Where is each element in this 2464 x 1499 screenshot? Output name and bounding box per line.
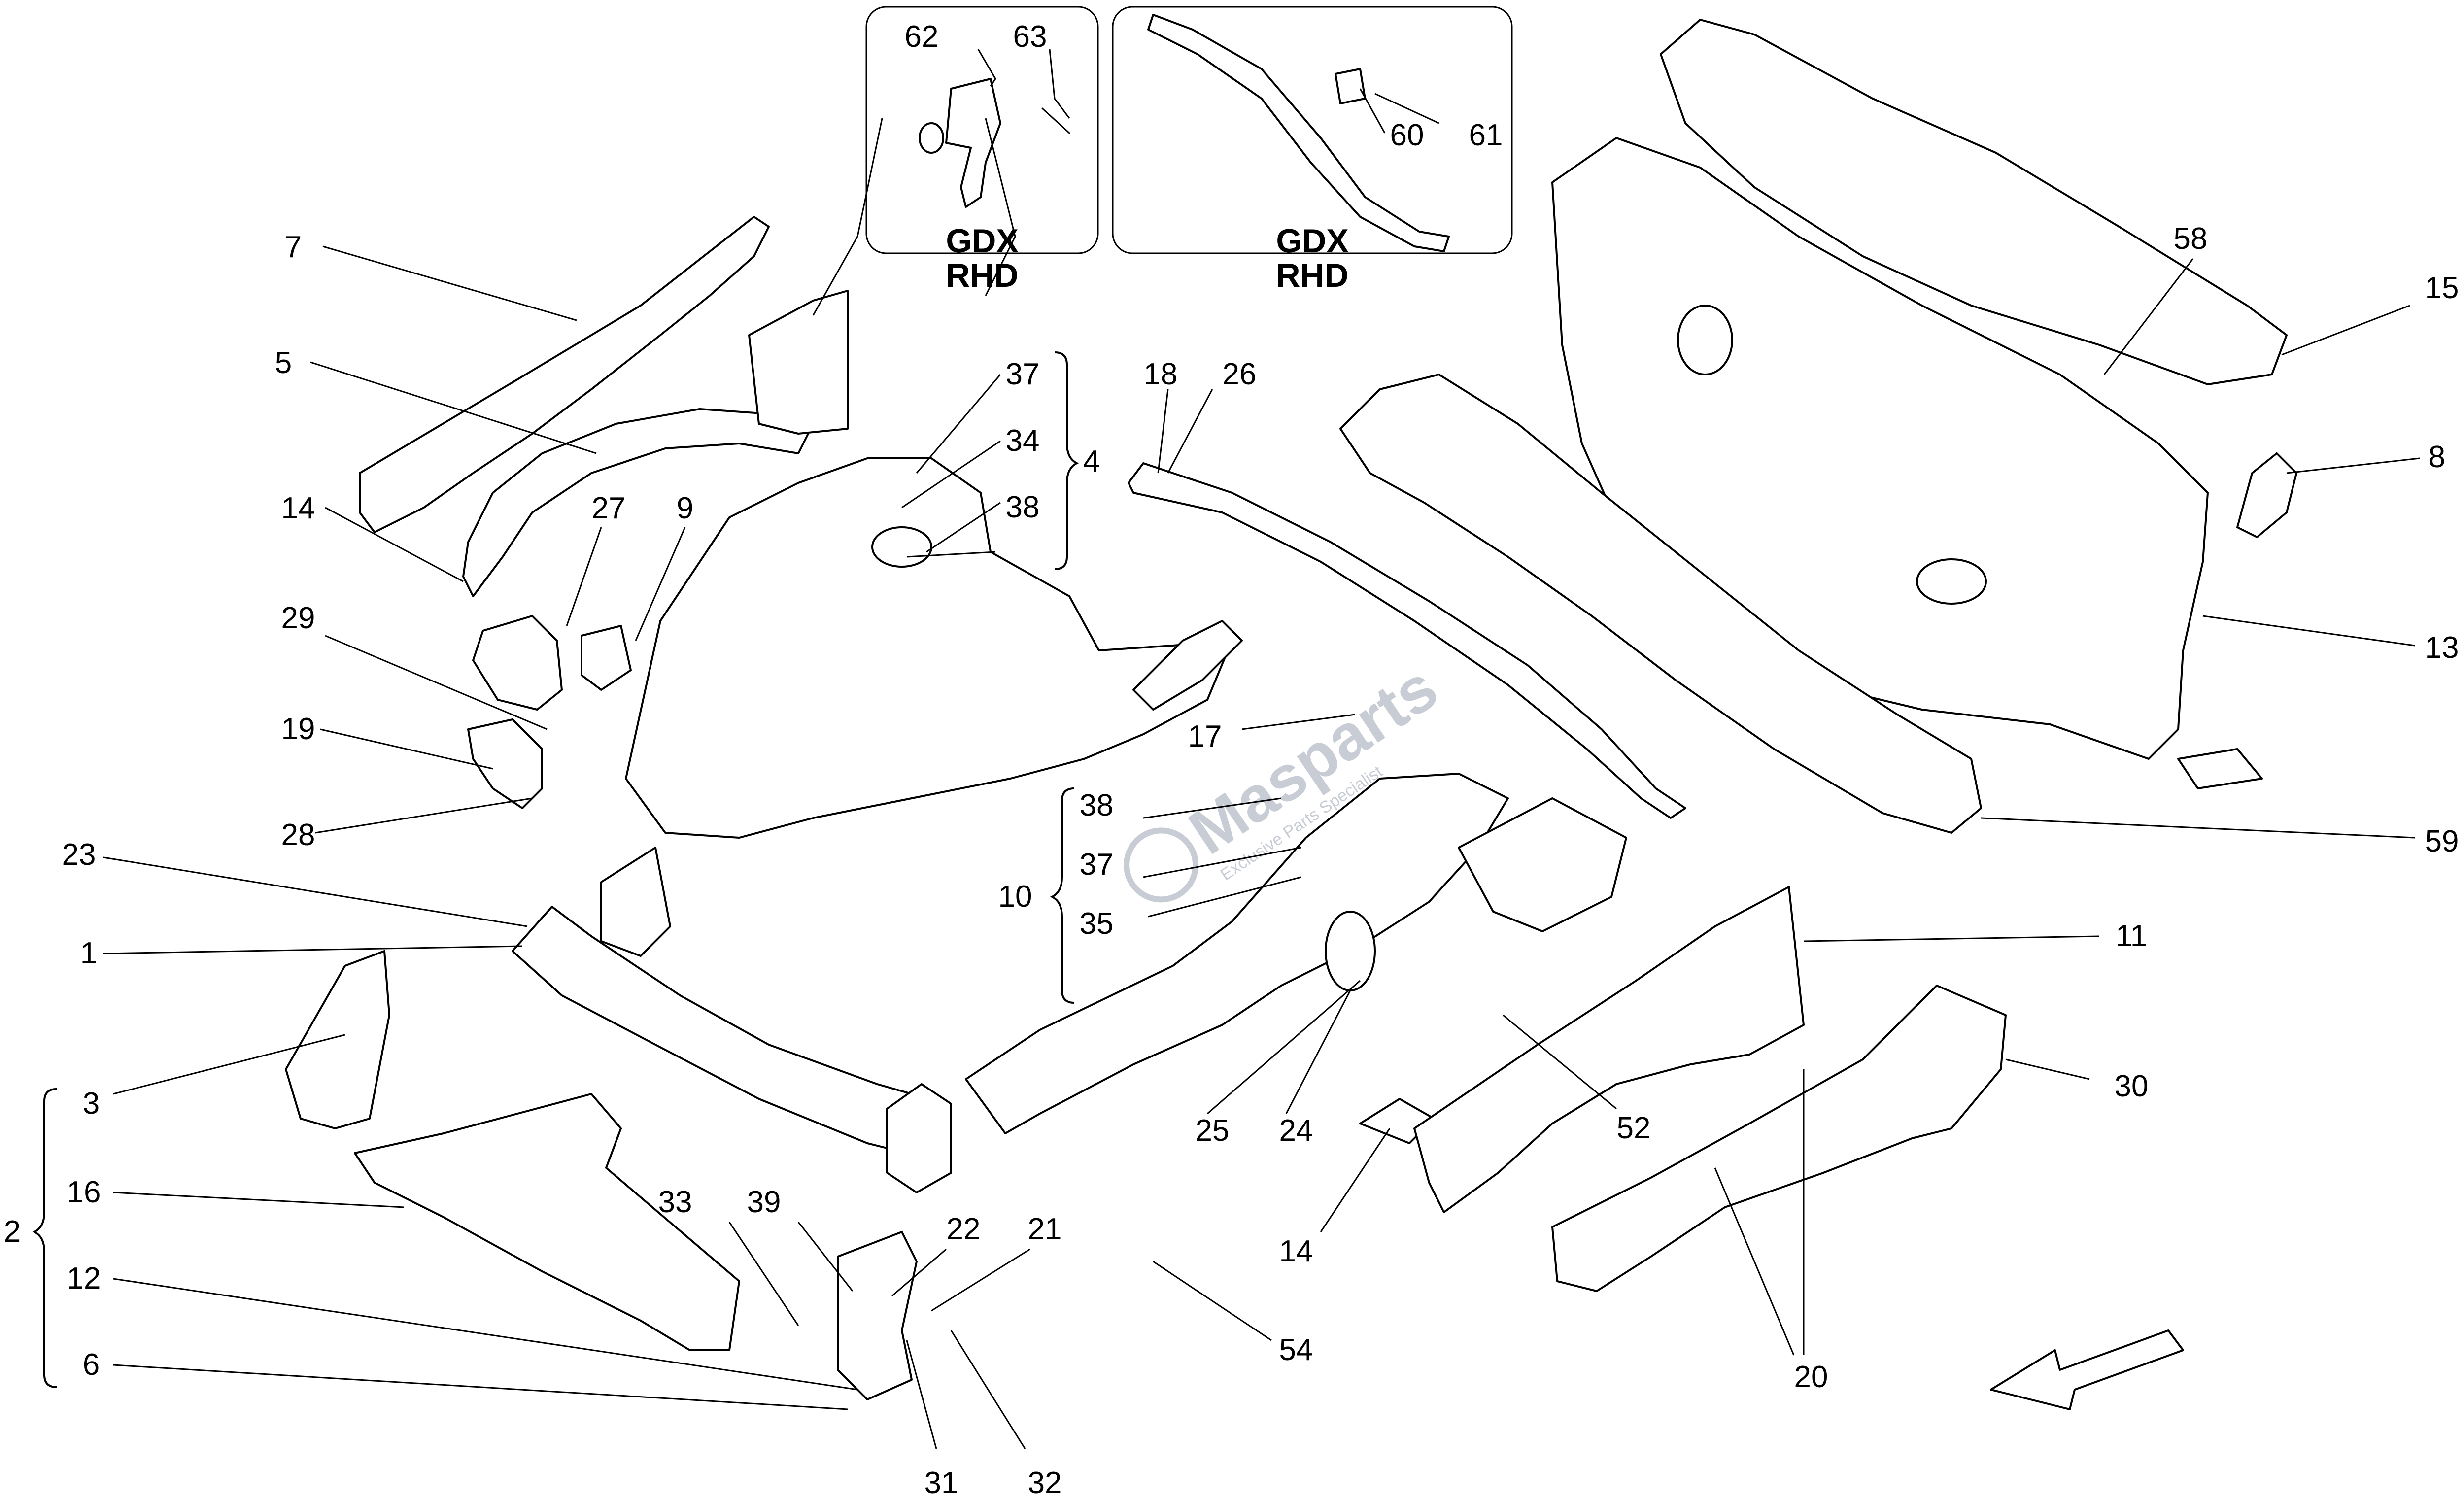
callout-59: 59 xyxy=(2425,824,2459,858)
callout-12: 12 xyxy=(67,1261,101,1295)
bracket-group-2 xyxy=(32,1088,57,1388)
wheelhouse-arch-part xyxy=(462,408,809,597)
callout-26: 26 xyxy=(1223,357,1257,391)
callout-16: 16 xyxy=(67,1175,101,1209)
callout-7: 7 xyxy=(285,230,302,264)
callout-5: 5 xyxy=(275,346,292,380)
bulkhead-port xyxy=(1916,558,1987,605)
callout-35: 35 xyxy=(1080,907,1114,941)
callout-27: 27 xyxy=(592,491,626,525)
callout-38: 38 xyxy=(1080,788,1114,822)
side-sill-panel-part xyxy=(1413,886,1805,1213)
callout-60: 60 xyxy=(1390,118,1424,152)
callout-labels: 62 63 60 61 7 5 14 27 9 29 19 28 23 1 3 … xyxy=(4,20,2459,1499)
parts-layer xyxy=(285,19,2297,1410)
clip-part xyxy=(1335,68,1366,104)
rear-sill-part xyxy=(1551,985,2007,1292)
callout-2: 2 xyxy=(4,1215,21,1249)
callout-18: 18 xyxy=(1144,357,1178,391)
callout-3: 3 xyxy=(83,1087,100,1121)
callout-54: 54 xyxy=(1279,1333,1313,1367)
callout-61: 61 xyxy=(1469,118,1503,152)
bolt-part xyxy=(1041,107,1070,134)
bulkhead-flange-part xyxy=(2177,748,2263,789)
inset-variant-line1: GDX xyxy=(946,222,1018,260)
inset-variant-line2: RHD xyxy=(1276,257,1348,294)
access-cover-part xyxy=(2236,452,2297,538)
callout-62: 62 xyxy=(905,20,939,54)
strut-mount-hole xyxy=(871,526,932,568)
callout-25: 25 xyxy=(1196,1114,1230,1148)
callout-24: 24 xyxy=(1279,1114,1313,1148)
callout-1: 1 xyxy=(80,936,97,970)
channel-part xyxy=(1132,620,1243,711)
direction-arrow xyxy=(1990,1329,2184,1410)
dash-lower-panel-part xyxy=(1339,374,1982,834)
floor-hole xyxy=(1325,911,1376,991)
callout-38: 38 xyxy=(1006,490,1040,524)
side-bracket-part xyxy=(285,950,390,1129)
front-wheelhouse-tower-part xyxy=(625,457,1233,839)
callout-34: 34 xyxy=(1006,424,1040,458)
callout-52: 52 xyxy=(1617,1111,1651,1145)
upper-rail-part xyxy=(359,216,770,533)
rear-subframe-part xyxy=(1458,797,1627,932)
callout-31: 31 xyxy=(924,1466,958,1499)
callout-19: 19 xyxy=(281,712,315,746)
callout-23: 23 xyxy=(62,838,96,872)
callout-14: 14 xyxy=(1279,1234,1313,1268)
inset-variant-line2: RHD xyxy=(946,257,1018,294)
callout-20: 20 xyxy=(1794,1360,1828,1394)
engine-mount-bracket-part xyxy=(472,615,563,711)
bracket-group-10 xyxy=(1050,787,1075,1004)
rail-part xyxy=(1147,14,1450,252)
callout-37: 37 xyxy=(1080,848,1114,882)
callout-33: 33 xyxy=(658,1185,692,1219)
support-bracket-part xyxy=(467,718,543,809)
lower-cross-beam-part xyxy=(354,1093,740,1351)
tow-bracket-part xyxy=(837,1231,918,1400)
inset-variant-line1: GDX xyxy=(1276,222,1348,260)
bulkhead-hole xyxy=(1677,305,1733,375)
callout-17: 17 xyxy=(1188,719,1222,753)
group-brackets xyxy=(32,351,1079,1388)
callout-13: 13 xyxy=(2425,631,2459,665)
cowl-top-part xyxy=(1660,19,2288,385)
gdx-bracket-part xyxy=(945,78,1001,208)
callout-11: 11 xyxy=(2116,919,2147,953)
callout-15: 15 xyxy=(2425,271,2459,305)
gusset-panel-part xyxy=(748,290,849,435)
callout-30: 30 xyxy=(2115,1069,2149,1103)
callout-63: 63 xyxy=(1013,20,1047,54)
callout-39: 39 xyxy=(747,1185,781,1219)
small-bracket-part xyxy=(581,625,632,691)
callout-14: 14 xyxy=(281,491,315,525)
callout-21: 21 xyxy=(1028,1212,1062,1246)
inset-panel-right: GDX RHD xyxy=(1112,6,1513,294)
callout-22: 22 xyxy=(947,1212,981,1246)
bracket-group-4 xyxy=(1054,351,1079,570)
callout-37: 37 xyxy=(1006,357,1040,391)
inset-panel-left: GDX RHD xyxy=(865,6,1099,294)
beam-end-plate-right-part xyxy=(886,1083,952,1193)
callout-4: 4 xyxy=(1083,444,1100,478)
callout-6: 6 xyxy=(83,1348,100,1382)
callout-58: 58 xyxy=(2174,222,2208,256)
callout-10: 10 xyxy=(998,880,1032,914)
callout-9: 9 xyxy=(677,491,693,525)
callout-32: 32 xyxy=(1028,1466,1062,1499)
callout-29: 29 xyxy=(281,601,315,635)
bushing-part xyxy=(919,122,944,154)
beam-end-plate-part xyxy=(600,847,671,957)
leader-lines xyxy=(103,49,2420,1449)
strip-rail-part xyxy=(1128,462,1686,819)
callout-28: 28 xyxy=(281,818,315,852)
callout-8: 8 xyxy=(2429,440,2445,474)
